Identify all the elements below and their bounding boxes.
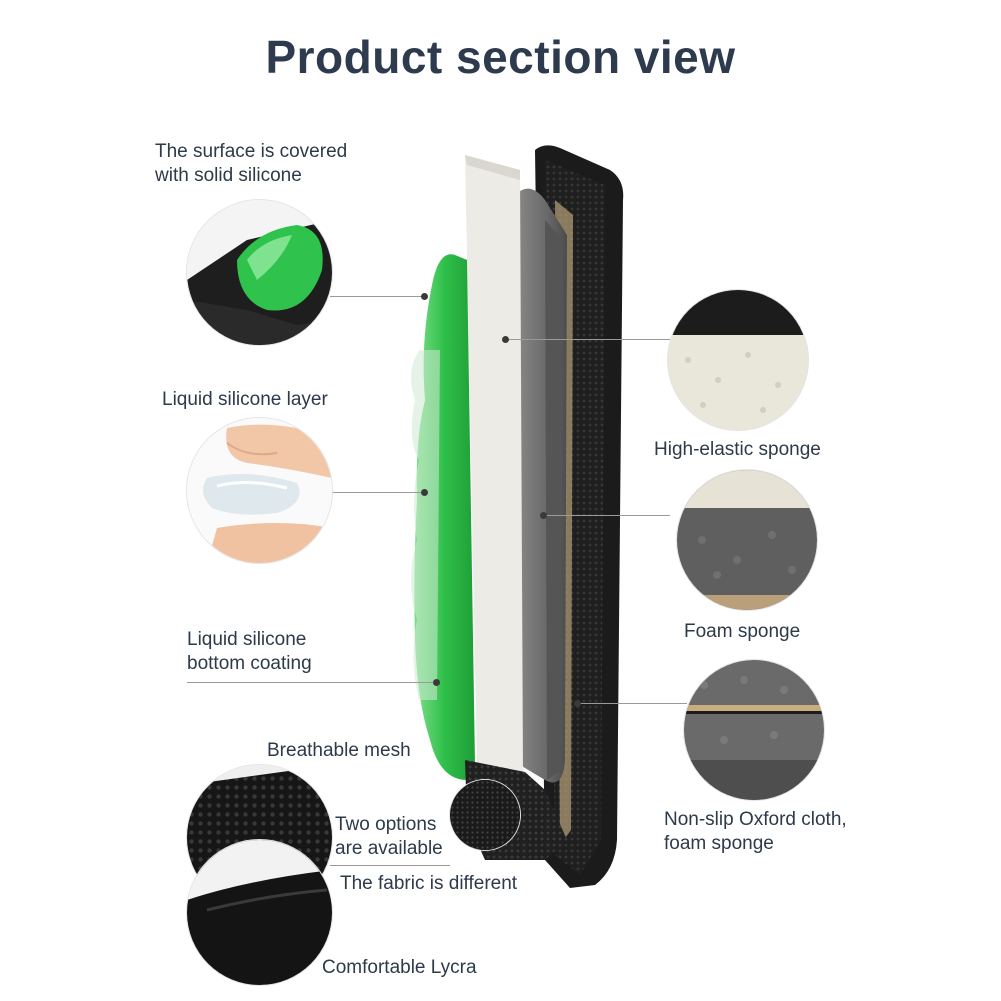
label-liquid-silicone-layer: Liquid silicone layer [162,389,328,410]
label-breathable-mesh: Breathable mesh [267,740,411,761]
fabric-option-detail-image [450,780,520,850]
lycra-detail-image [187,840,332,985]
label-surface: The surface is covered with solid silico… [155,141,348,186]
label-bottom-coating: Liquid silicone bottom coating [187,629,312,674]
label-oxford-cloth: Non-slip Oxford cloth, foam sponge [664,809,847,854]
solid-silicone-detail-image [187,200,332,345]
label-fabric-different: The fabric is different [340,873,518,894]
high-elastic-sponge-layer [465,155,523,775]
page-title: Product section view [265,31,736,83]
foam-sponge-detail-image [677,470,817,610]
liquid-silicone-detail-image [187,418,332,563]
label-high-elastic-sponge: High-elastic sponge [654,439,821,460]
label-lycra: Comfortable Lycra [322,957,477,978]
product-cross-section [411,145,624,888]
high-elastic-sponge-detail-image [668,290,808,430]
oxford-cloth-detail-image [684,660,824,800]
label-two-options: Two options are available [335,814,443,859]
label-foam-sponge: Foam sponge [684,621,801,642]
